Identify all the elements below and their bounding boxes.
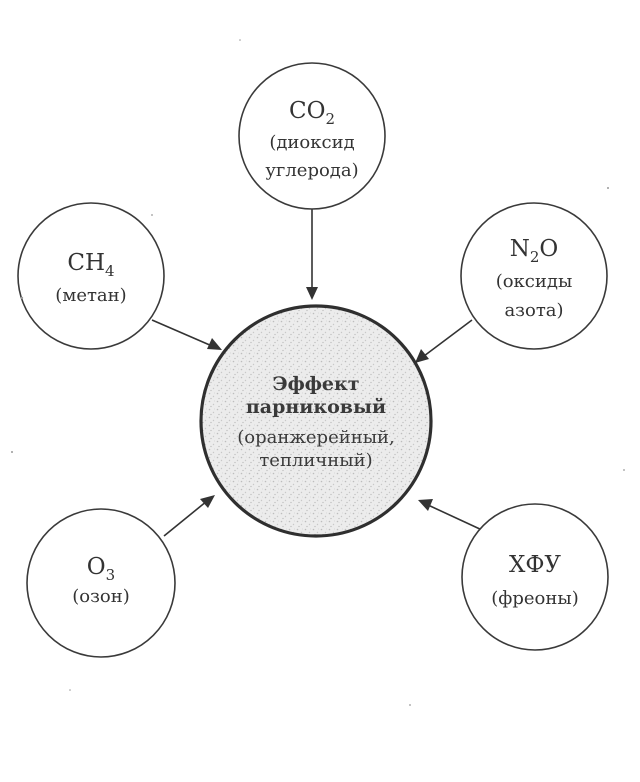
node-n2o-formula: N2O [510,236,559,266]
node-hfu-circle [461,503,609,651]
node-hfu-formula: ХФУ [509,552,561,578]
node-ch4-circle [17,202,165,350]
node-ch4: CH4 (метан) [17,202,165,350]
node-hfu: ХФУ (фреоны) [461,503,609,651]
node-co2-desc-line2: углерода) [265,160,358,181]
node-co2-desc-line1: (диоксид [269,132,354,153]
center-subtitle-line1: (оранжерейный, [237,427,395,448]
node-o3-desc-line1: (озон) [72,586,130,607]
arrow-hfu-to-center [418,499,483,531]
node-co2: CO2 (диоксид углерода) [238,62,386,210]
node-n2o: N2O (оксиды азота) [460,202,608,350]
arrow-co2-to-center [306,208,318,300]
node-ch4-desc-line1: (метан) [55,285,126,306]
node-ch4-formula: CH4 [67,250,114,280]
node-co2-formula: CO2 [289,98,335,128]
center-title-line2: парниковый [246,396,386,418]
node-n2o-desc-line2: азота) [504,300,563,321]
center-title-line1: Эффект [273,373,360,395]
center-subtitle-line2: тепличный) [259,450,372,471]
arrows [151,208,483,537]
scan-noise [11,39,625,706]
node-n2o-circle [460,202,608,350]
center-circle [199,304,433,538]
node-hfu-desc-line1: (фреоны) [491,588,578,609]
center-node: Эффект парниковый (оранжерейный, тепличн… [199,304,433,538]
arrow-n2o-to-center [415,319,473,363]
node-co2-circle [238,62,386,210]
arrow-o3-to-center [163,495,215,537]
arrow-ch4-to-center [151,319,222,350]
node-n2o-desc-line1: (оксиды [496,271,573,292]
node-o3-circle [26,508,176,658]
node-o3: O3 (озон) [26,508,176,658]
node-o3-formula: O3 [87,554,115,584]
